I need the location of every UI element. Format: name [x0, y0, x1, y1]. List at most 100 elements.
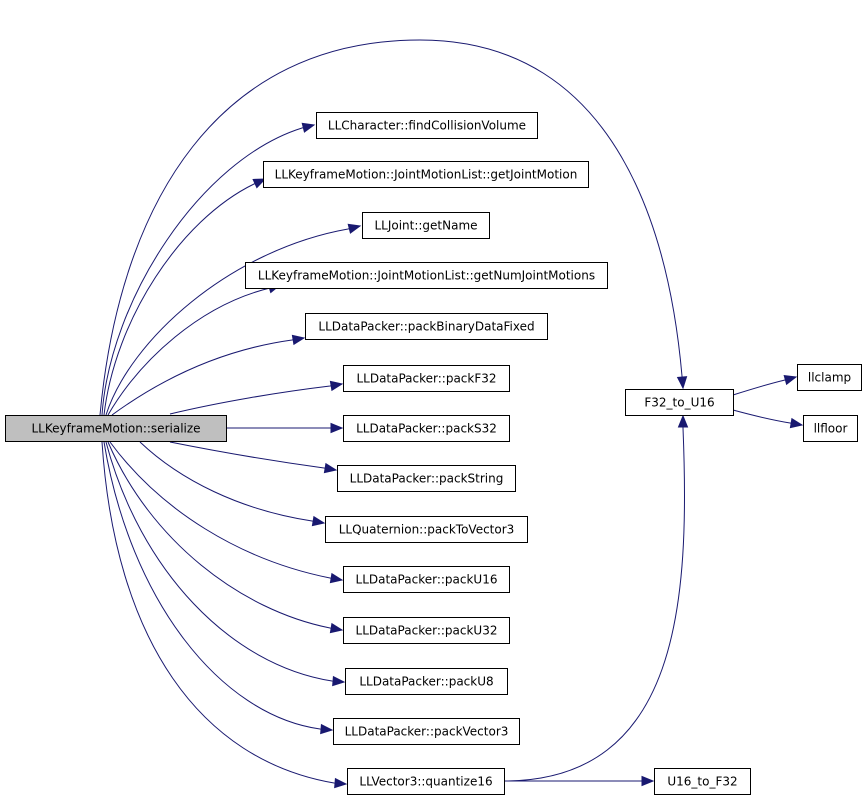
node-label: LLDataPacker::packU8 [359, 675, 493, 689]
edge-serialize-to-findCollisionVolume [101, 122, 316, 416]
node-label: LLKeyframeMotion::JointMotionList::getNu… [258, 269, 595, 283]
node-llclamp[interactable]: llclamp [797, 364, 862, 391]
node-getName[interactable]: LLJoint::getName [362, 212, 490, 239]
edge-serialize-to-getName [105, 223, 362, 416]
arrowhead [676, 376, 688, 390]
arrowhead [329, 572, 344, 584]
arrowhead [783, 374, 798, 386]
edge-serialize-to-packU8 [105, 441, 346, 687]
node-packU8[interactable]: LLDataPacker::packU8 [345, 668, 508, 695]
edge-line [111, 337, 305, 416]
node-box [5, 415, 227, 442]
node-box [343, 617, 510, 644]
node-getJointMotion[interactable]: LLKeyframeMotion::JointMotionList::getJo… [263, 161, 589, 188]
node-box [325, 516, 528, 543]
edge-line [169, 441, 337, 471]
node-llfloor[interactable]: llfloor [803, 415, 858, 442]
arrowhead [291, 334, 306, 346]
edge-line [139, 441, 325, 524]
node-label: LLDataPacker::packU32 [356, 624, 498, 638]
edge-line [105, 441, 345, 683]
edge-serialize-to-packBinaryDataFixed [111, 334, 306, 416]
node-box [362, 212, 490, 239]
node-label: LLDataPacker::packVector3 [345, 725, 509, 739]
edge-line [101, 124, 315, 416]
edge-quantize16-to-U16_to_F32 [504, 775, 655, 787]
arrowhead [320, 723, 334, 735]
edge-serialize-to-F32_to_U16 [99, 39, 688, 416]
node-label: LLDataPacker::packS32 [356, 422, 497, 436]
edge-line [103, 441, 333, 731]
node-getNumJointMotions[interactable]: LLKeyframeMotion::JointMotionList::getNu… [245, 262, 608, 289]
node-label: LLDataPacker::packString [350, 472, 504, 486]
edge-serialize-to-packString [169, 441, 338, 474]
arrowhead [330, 422, 344, 434]
node-label: llclamp [808, 371, 851, 385]
node-label: U16_to_F32 [667, 775, 737, 789]
node-packU16[interactable]: LLDataPacker::packU16 [343, 566, 510, 593]
node-box [343, 566, 510, 593]
node-packString[interactable]: LLDataPacker::packString [337, 465, 516, 492]
edge-serialize-to-packF32 [169, 380, 344, 415]
node-box [337, 465, 516, 492]
node-box [316, 112, 538, 139]
node-box [263, 161, 589, 188]
node-packBinaryDataFixed[interactable]: LLDataPacker::packBinaryDataFixed [305, 313, 548, 340]
node-box [803, 415, 858, 442]
arrowhead [323, 462, 338, 474]
edge-line [99, 39, 684, 416]
node-packS32[interactable]: LLDataPacker::packS32 [343, 415, 510, 442]
node-packToVector3[interactable]: LLQuaternion::packToVector3 [325, 516, 528, 543]
edge-line [105, 225, 361, 416]
edge-serialize-to-quantize16 [101, 441, 348, 789]
node-U16_to_F32[interactable]: U16_to_F32 [654, 768, 751, 795]
edge-line [169, 383, 343, 415]
edge-quantize16-to-F32_to_U16 [503, 414, 689, 782]
edge-serialize-to-packS32 [226, 422, 344, 434]
node-label: LLKeyframeMotion::serialize [31, 422, 200, 436]
node-label: LLKeyframeMotion::JointMotionList::getJo… [275, 168, 578, 182]
arrowhead [334, 777, 348, 789]
node-box [305, 313, 548, 340]
node-box [654, 768, 751, 795]
node-quantize16[interactable]: LLVector3::quantize16 [347, 768, 505, 795]
node-packF32[interactable]: LLDataPacker::packF32 [343, 365, 510, 392]
node-box [343, 415, 510, 442]
node-packVector3[interactable]: LLDataPacker::packVector3 [333, 718, 520, 745]
arrowhead [301, 122, 316, 133]
edge-serialize-to-getNumJointMotions [107, 283, 282, 416]
edge-serialize-to-packToVector3 [139, 441, 326, 527]
node-label: LLCharacter::findCollisionVolume [328, 119, 526, 133]
edge-line [732, 409, 803, 426]
arrowhead [641, 775, 655, 787]
edge-line [107, 284, 281, 416]
node-F32_to_U16[interactable]: F32_to_U16 [625, 389, 734, 416]
node-label: LLDataPacker::packF32 [356, 372, 496, 386]
node-serialize[interactable]: LLKeyframeMotion::serialize [5, 415, 227, 442]
node-box [343, 365, 510, 392]
arrowhead [252, 178, 267, 189]
edge-line [107, 441, 343, 631]
node-findCollisionVolume[interactable]: LLCharacter::findCollisionVolume [316, 112, 538, 139]
node-label: LLDataPacker::packU16 [356, 573, 498, 587]
edge-serialize-to-packU16 [109, 441, 344, 584]
node-label: llfloor [814, 422, 848, 436]
node-packU32[interactable]: LLDataPacker::packU32 [343, 617, 510, 644]
node-label: LLVector3::quantize16 [359, 775, 492, 789]
node-box [245, 262, 608, 289]
arrowhead [332, 675, 346, 687]
edge-line [101, 441, 347, 785]
edge-line [503, 416, 686, 782]
arrowhead [329, 622, 344, 634]
node-box [345, 668, 508, 695]
node-label: LLJoint::getName [374, 219, 477, 233]
arrowhead [311, 515, 326, 527]
node-box [333, 718, 520, 745]
node-label: LLQuaternion::packToVector3 [339, 523, 515, 537]
node-box [347, 768, 505, 795]
edge-F32_to_U16-to-llclamp [732, 374, 798, 396]
arrowhead [329, 380, 344, 392]
arrowhead [677, 414, 689, 428]
edge-line [103, 178, 266, 416]
